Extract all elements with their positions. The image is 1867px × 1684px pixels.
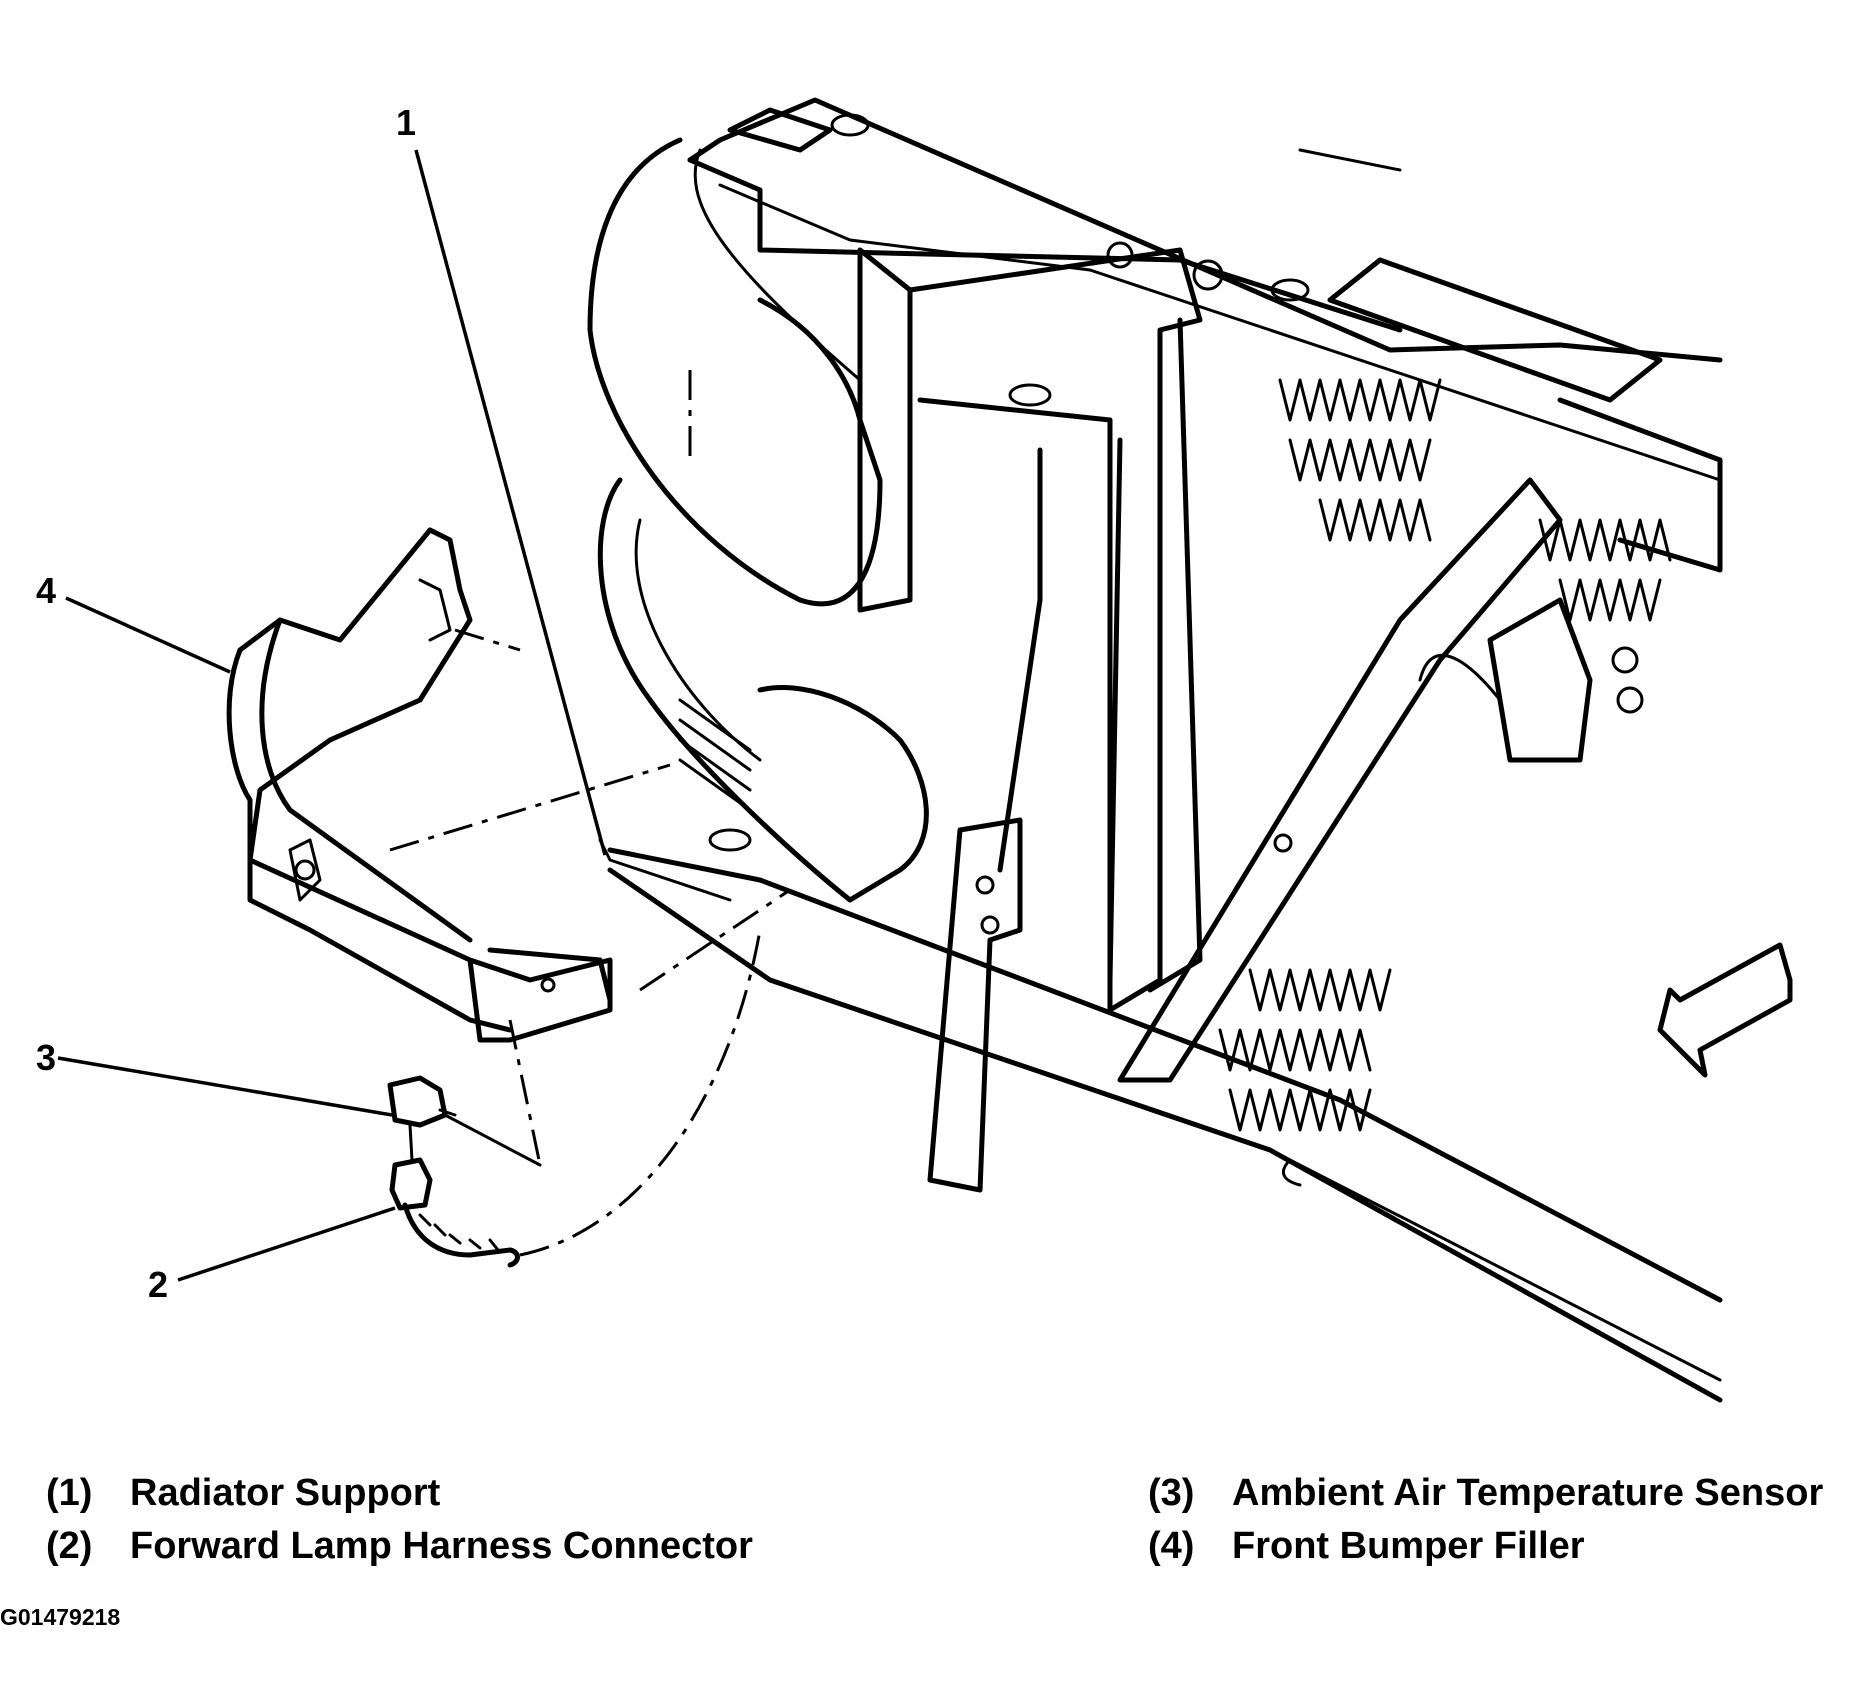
front-direction-arrow: [1657, 942, 1793, 1078]
legend-number: (4): [1148, 1525, 1195, 1567]
legend-item-4: (4) Front Bumper Filler: [1148, 1525, 1585, 1568]
assembly-centerlines: [389, 370, 791, 1167]
legend-item-2: (2) Forward Lamp Harness Connector: [46, 1525, 753, 1568]
figure-id: G01479218: [0, 1604, 121, 1630]
legend-label: Forward Lamp Harness Connector: [130, 1525, 753, 1567]
sensor-and-connector-drawing: [387, 929, 762, 1268]
callout-4-leader: [65, 596, 231, 674]
legend-number: (1): [46, 1472, 93, 1514]
callout-2: 2: [148, 1264, 168, 1305]
headlamp-assembly-drawing: [587, 137, 1023, 1193]
callout-3: 3: [36, 1037, 56, 1078]
legend-label: Ambient Air Temperature Sensor: [1232, 1472, 1824, 1514]
radiator-support-drawing: [607, 97, 1723, 1403]
legend-number: (2): [46, 1525, 93, 1567]
legend-label: Radiator Support: [130, 1472, 441, 1514]
callout-4: 4: [36, 570, 56, 611]
legend-number: (3): [1148, 1472, 1195, 1514]
legend-label: Front Bumper Filler: [1232, 1525, 1585, 1567]
callout-1-leader: [414, 149, 607, 856]
callout-3-leader: [57, 1056, 393, 1117]
bumper-filler-drawing: [226, 527, 613, 1043]
callout-2-leader: [177, 1206, 396, 1282]
legend-item-1: (1) Radiator Support: [46, 1472, 440, 1515]
callout-1: 1: [396, 102, 416, 143]
legend-item-3: (3) Ambient Air Temperature Sensor: [1148, 1472, 1823, 1515]
